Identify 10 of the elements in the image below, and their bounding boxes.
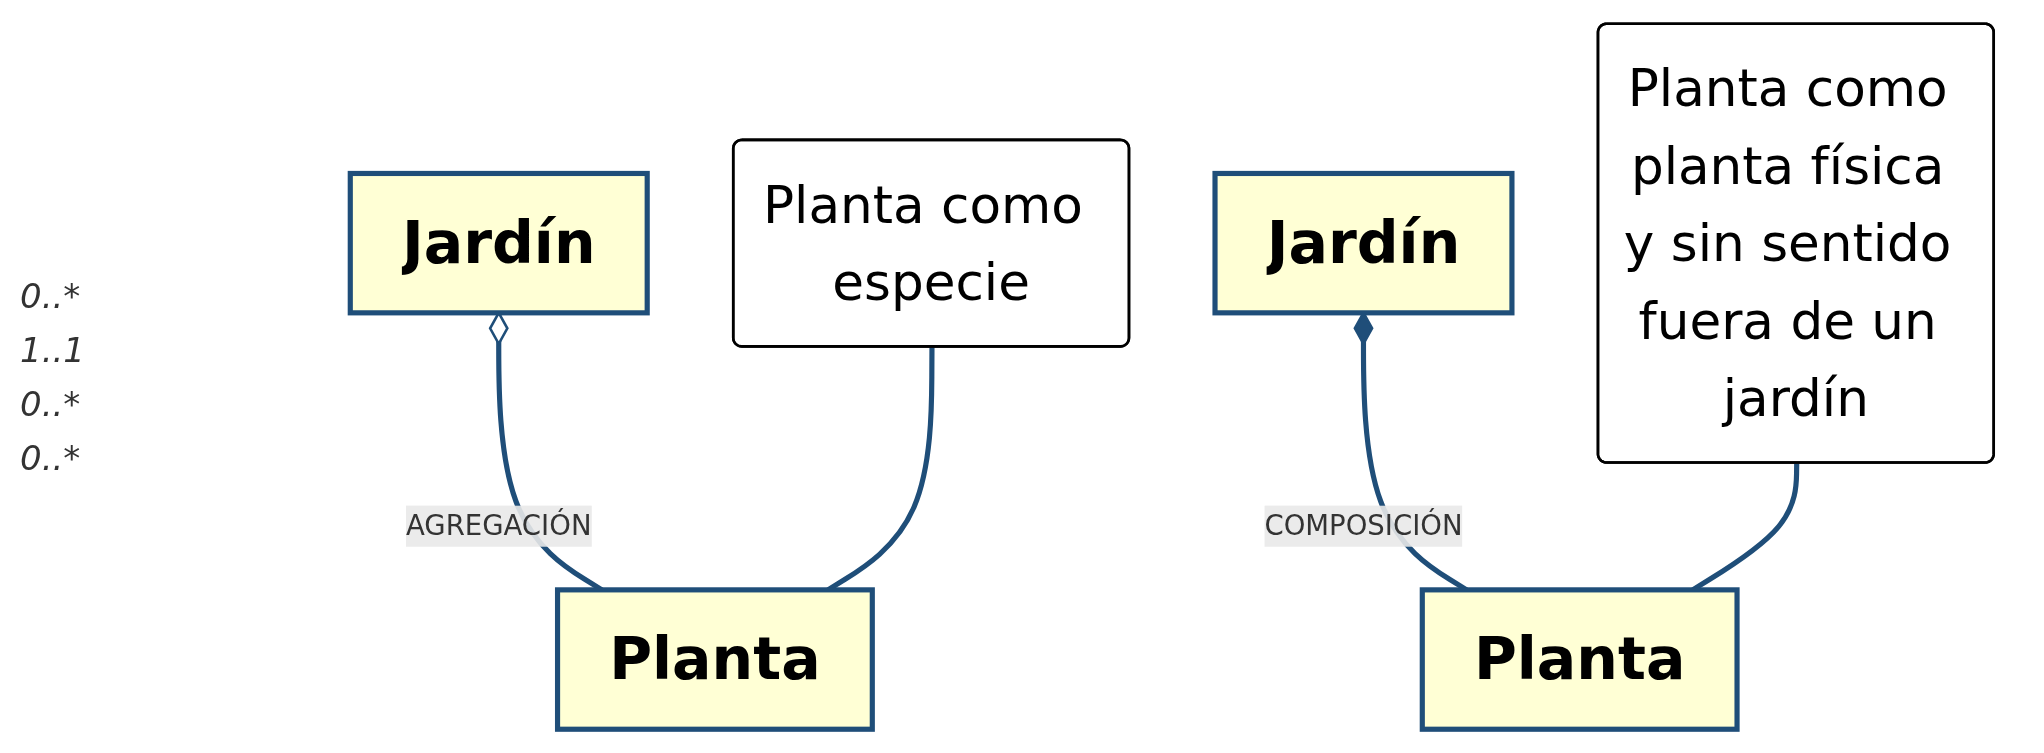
- edge-label: AGREGACIÓN: [405, 508, 592, 542]
- multiplicity-label: 0..*: [20, 275, 82, 316]
- node-box: Jardín: [347, 170, 650, 316]
- node-box: Planta: [1419, 587, 1740, 732]
- node-box: Jardín: [1212, 170, 1515, 316]
- multiplicity-label: 1..1: [20, 329, 86, 370]
- multiplicity-label: 0..*: [20, 383, 82, 424]
- node-box: Planta: [554, 587, 875, 732]
- edge-label: COMPOSICIÓN: [1264, 508, 1463, 542]
- multiplicity-label: 0..*: [20, 437, 82, 478]
